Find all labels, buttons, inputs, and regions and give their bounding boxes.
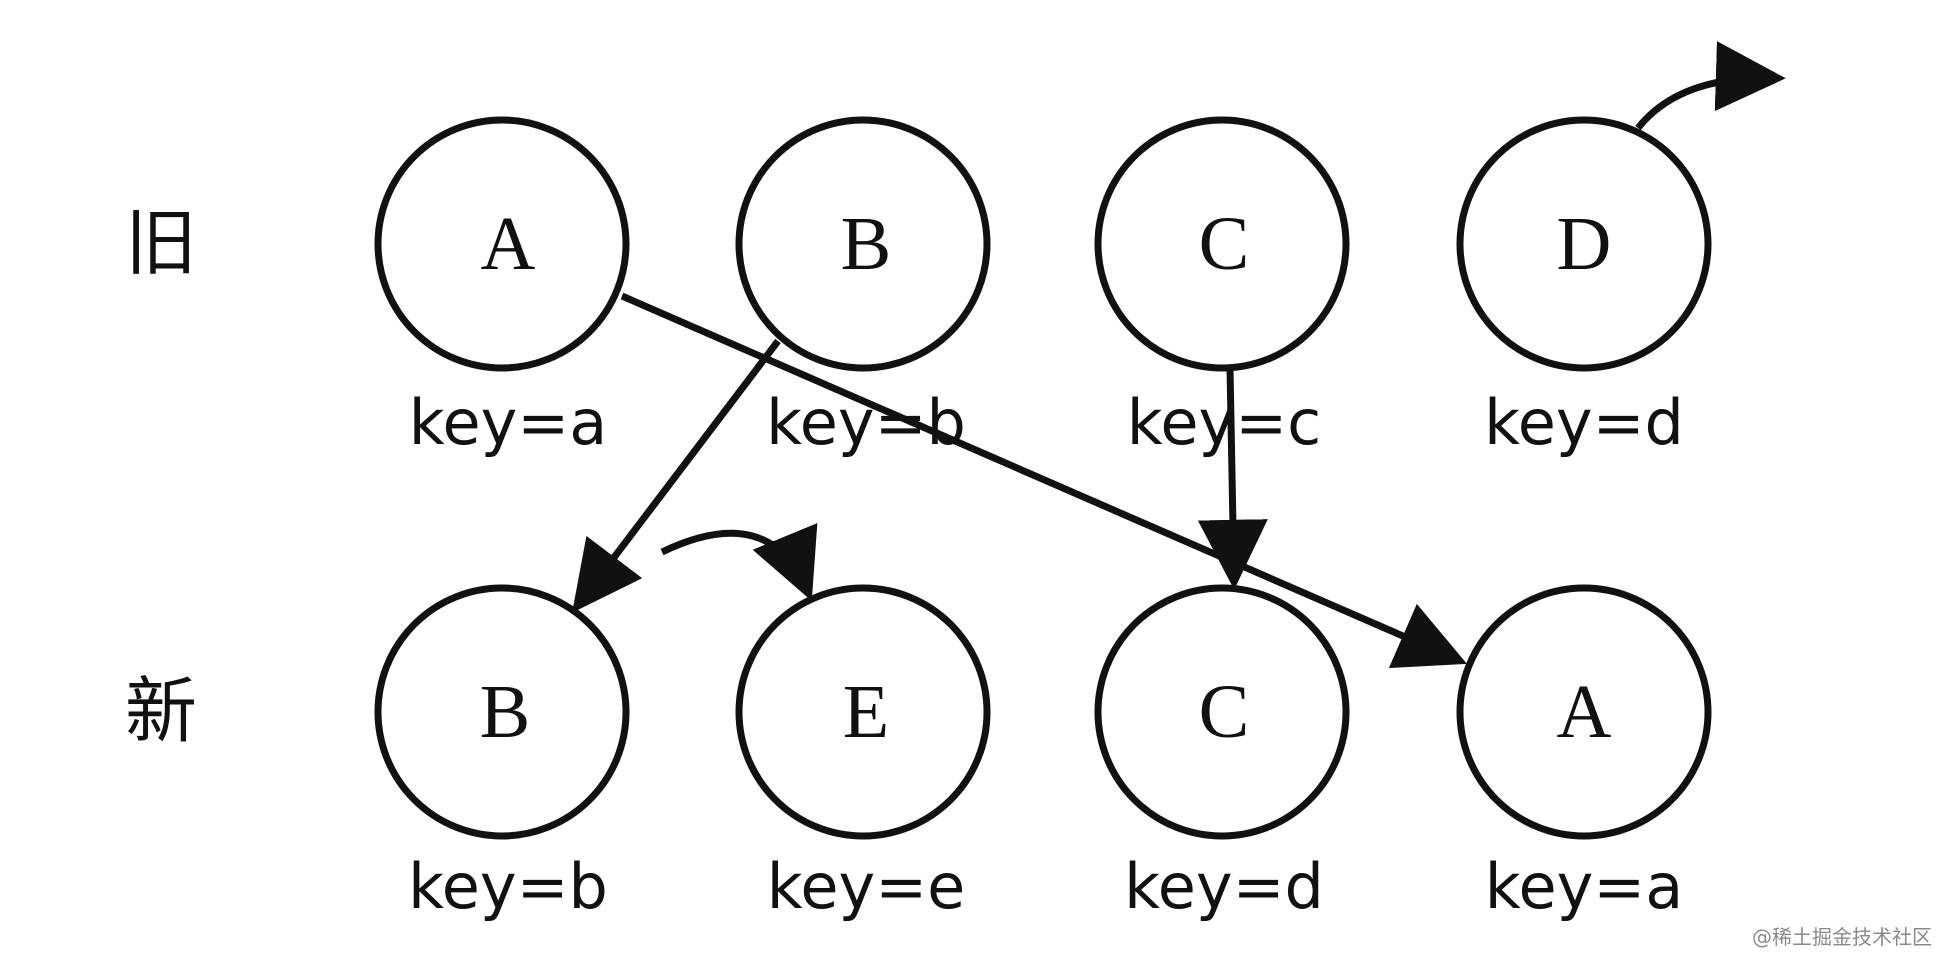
node-circle [1094,584,1350,840]
node-circle [1094,116,1350,372]
new-node-c: C key=d [1094,584,1350,923]
node-key-label: key=c [1127,386,1322,459]
node-letter: E [843,670,889,754]
node-letter: C [1199,202,1250,286]
node-circle [1456,116,1712,372]
node-letter: C [1199,670,1250,754]
node-letter: A [481,202,536,286]
edge-remove-old-d [1635,41,1786,131]
old-node-b: B key=b [735,116,991,459]
old-node-a: A key=a [374,116,630,459]
old-node-d: D key=d [1456,116,1712,459]
row-label-old: 旧 [125,201,197,285]
node-circle [735,584,991,840]
node-key-label: key=b [408,850,608,923]
old-node-c: C key=c [1094,116,1350,459]
node-circle [374,116,630,372]
node-letter: B [841,202,892,286]
node-key-label: key=d [1484,386,1684,459]
node-key-label: key=a [409,386,607,459]
node-circle [1456,584,1712,840]
edge-old-a-to-new-a [620,292,1467,669]
node-letter: D [1557,202,1612,286]
node-circle [735,116,991,372]
node-letter: B [480,670,531,754]
edge-insert-new-e [660,522,818,602]
node-key-label: key=e [767,850,966,923]
new-node-b: B key=b [374,584,630,923]
watermark-text: @稀土掘金技术社区 [1752,925,1932,949]
new-node-e: E key=e [735,584,991,923]
node-letter: A [1557,670,1612,754]
node-key-label: key=b [766,386,966,459]
edge-old-b-to-new-b [572,338,781,613]
edge-old-c-to-new-c [1197,367,1268,590]
node-circle [374,584,630,840]
node-key-label: key=a [1485,850,1683,923]
new-node-a: A key=a [1456,584,1712,923]
row-label-new: 新 [125,669,197,753]
node-key-label: key=d [1124,850,1324,923]
